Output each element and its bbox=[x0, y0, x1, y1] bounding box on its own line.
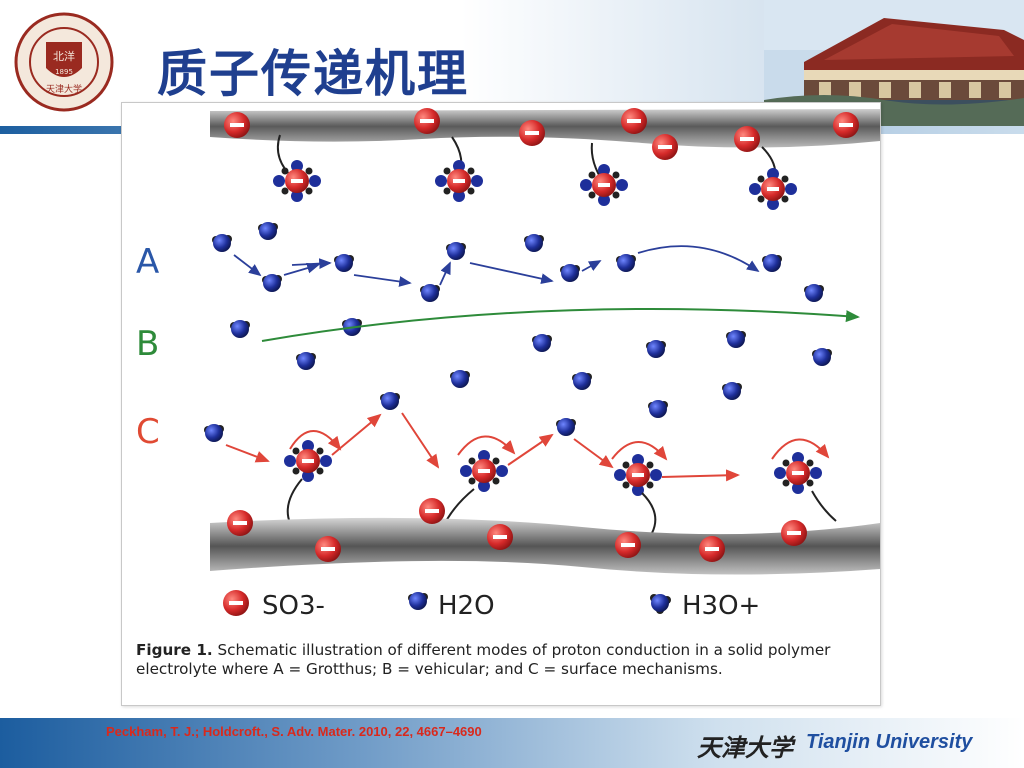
label-c: C bbox=[136, 412, 160, 452]
legend: SO3- H2O H3O+ bbox=[223, 590, 760, 621]
caption-label: Figure 1. bbox=[136, 641, 213, 659]
water-molecules-row-a bbox=[212, 222, 824, 302]
citation-reference: Peckham, T. J.; Holdcroft., S. Adv. Mate… bbox=[106, 724, 482, 739]
arrows-surface bbox=[225, 412, 830, 482]
arrow-vehicular bbox=[261, 308, 860, 342]
legend-h2o-marker bbox=[408, 592, 428, 610]
footer-bar bbox=[0, 718, 1024, 768]
water-molecules-row-c bbox=[204, 392, 576, 442]
cluster-bottom bbox=[284, 440, 822, 496]
legend-so3-label: SO3- bbox=[262, 591, 325, 621]
legend-h3o-label: H3O+ bbox=[682, 591, 760, 621]
svg-text:北洋: 北洋 bbox=[53, 49, 75, 63]
polymer-backbone-bottom bbox=[210, 517, 880, 575]
water-molecules-row-b bbox=[230, 318, 832, 418]
caption-text: Schematic illustration of different mode… bbox=[136, 641, 831, 678]
polymer-backbone-top bbox=[210, 109, 880, 148]
legend-so3-marker bbox=[223, 590, 249, 616]
cluster-top bbox=[273, 160, 797, 210]
label-b: B bbox=[136, 324, 159, 364]
slide-title: 质子传递机理 bbox=[157, 45, 469, 103]
arrows-grotthuss bbox=[233, 245, 760, 287]
label-a: A bbox=[136, 242, 159, 282]
svg-text:1895: 1895 bbox=[55, 68, 73, 76]
university-name-en: Tianjin University bbox=[806, 731, 973, 753]
legend-h2o-label: H2O bbox=[438, 591, 495, 621]
proton-conduction-figure: A B C bbox=[121, 102, 881, 706]
svg-text:天津大学: 天津大学 bbox=[46, 83, 82, 95]
university-seal-logo: 北洋 1895 天津大学 bbox=[14, 12, 114, 112]
university-name-cn: 天津大学 bbox=[697, 733, 793, 762]
figure-caption: Figure 1. Schematic illustration of diff… bbox=[136, 641, 871, 679]
legend-h3o-marker bbox=[650, 594, 671, 614]
